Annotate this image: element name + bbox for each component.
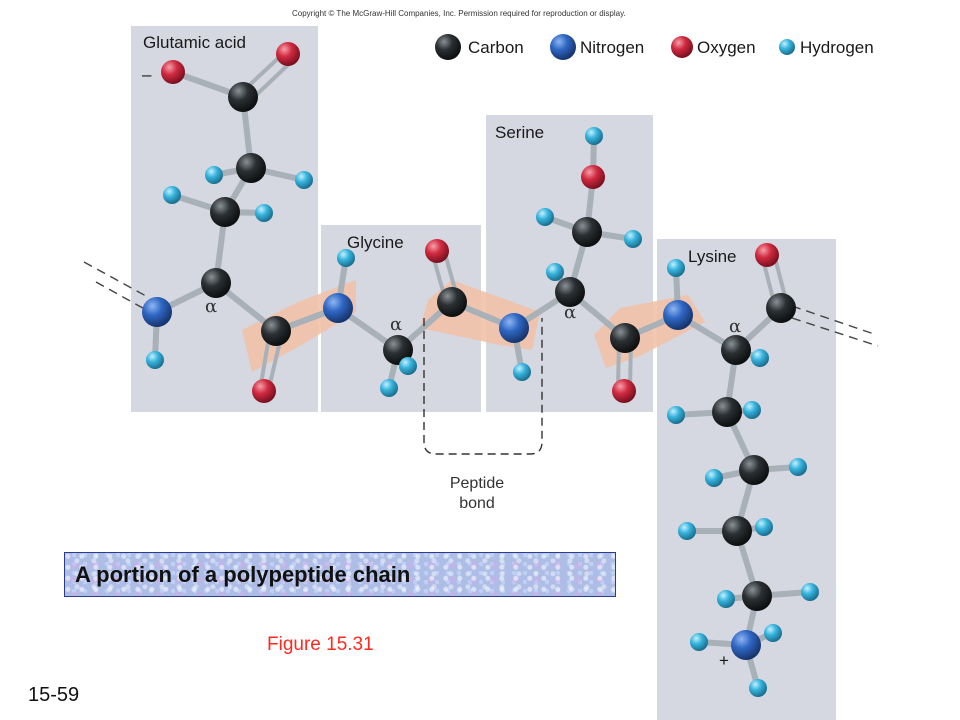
atom-carbon [722,516,752,546]
atom-carbon-alpha [721,335,751,365]
atom-hydrogen [678,522,696,540]
legend-nitrogen-label: Nitrogen [580,38,644,57]
copyright-notice: Copyright © The McGraw-Hill Companies, I… [292,9,626,18]
atom-hydrogen [146,351,164,369]
atom-hydrogen [743,401,761,419]
atom-carbon [236,153,266,183]
alpha-label-lysine: α [729,316,741,337]
atom-hydrogen [751,349,769,367]
figure-label: Figure 15.31 [267,634,374,655]
atom-hydrogen [755,518,773,536]
atom-hydrogen [801,583,819,601]
atom-hydrogen [536,208,554,226]
atom-hydrogen [205,166,223,184]
atom-hydrogen [163,186,181,204]
atom-hydrogen [749,679,767,697]
alpha-label-glycine: α [390,314,402,335]
title-box: A portion of a polypeptide chain [64,552,616,597]
label-lysine: Lysine [688,247,737,266]
atom-oxygen [161,60,185,84]
legend-nitrogen-icon [550,34,576,60]
atom-hydrogen [789,458,807,476]
atom-carbon [766,293,796,323]
atom-carbon [437,287,467,317]
atom-nitrogen [323,293,353,323]
label-glutamic-acid: Glutamic acid [143,33,246,52]
atoms [142,42,819,697]
atom-carbon-alpha [555,277,585,307]
atom-carbon [610,323,640,353]
atom-carbon [228,82,258,112]
atom-nitrogen [731,630,761,660]
chain-continuation-left [83,261,147,297]
atom-oxygen [612,379,636,403]
atom-oxygen [755,243,779,267]
atom-hydrogen [764,624,782,642]
atom-hydrogen [255,204,273,222]
panel-serine [486,115,653,412]
atom-oxygen [425,239,449,263]
atom-carbon [742,581,772,611]
atom-hydrogen [667,259,685,277]
atom-nitrogen [142,297,172,327]
atom-hydrogen [705,469,723,487]
atom-hydrogen [546,263,564,281]
peptide-bond-bracket [423,318,543,455]
atom-hydrogen [399,357,417,375]
atom-carbon [712,397,742,427]
charge-plus: + [719,651,729,670]
label-glycine: Glycine [347,233,404,252]
atom-hydrogen [717,590,735,608]
slide-title: A portion of a polypeptide chain [75,562,411,587]
slide-number: 15-59 [28,684,80,706]
label-serine: Serine [495,123,544,142]
atom-nitrogen [499,313,529,343]
legend-hydrogen-label: Hydrogen [800,38,874,57]
atom-carbon-alpha [201,268,231,298]
atom-hydrogen [667,406,685,424]
legend-oxygen-icon [671,36,693,58]
chain-continuation-right-2 [791,317,879,347]
legend-oxygen-label: Oxygen [697,38,756,57]
legend: Carbon Nitrogen Oxygen Hydrogen [435,34,874,60]
atom-hydrogen [690,633,708,651]
atom-hydrogen [295,171,313,189]
atom-hydrogen [513,363,531,381]
atom-carbon [210,197,240,227]
atom-nitrogen [663,300,693,330]
charge-minus: – [142,65,152,84]
alpha-label-glutamic: α [205,296,217,317]
legend-hydrogen-icon [779,39,795,55]
atom-hydrogen [337,249,355,267]
atom-oxygen [276,42,300,66]
legend-carbon-icon [435,34,461,60]
atom-oxygen [581,165,605,189]
chain-continuation-left-2 [95,281,151,313]
atom-oxygen [252,379,276,403]
atom-carbon [739,455,769,485]
alpha-label-serine: α [564,302,576,323]
peptide-bond-label-line1: Peptide [450,475,504,492]
atom-hydrogen [585,127,603,145]
atom-carbon [261,316,291,346]
atom-hydrogen [380,379,398,397]
legend-carbon-label: Carbon [468,38,524,57]
atom-hydrogen [624,230,642,248]
peptide-bond-label-line2: bond [459,495,495,512]
atom-carbon [572,217,602,247]
